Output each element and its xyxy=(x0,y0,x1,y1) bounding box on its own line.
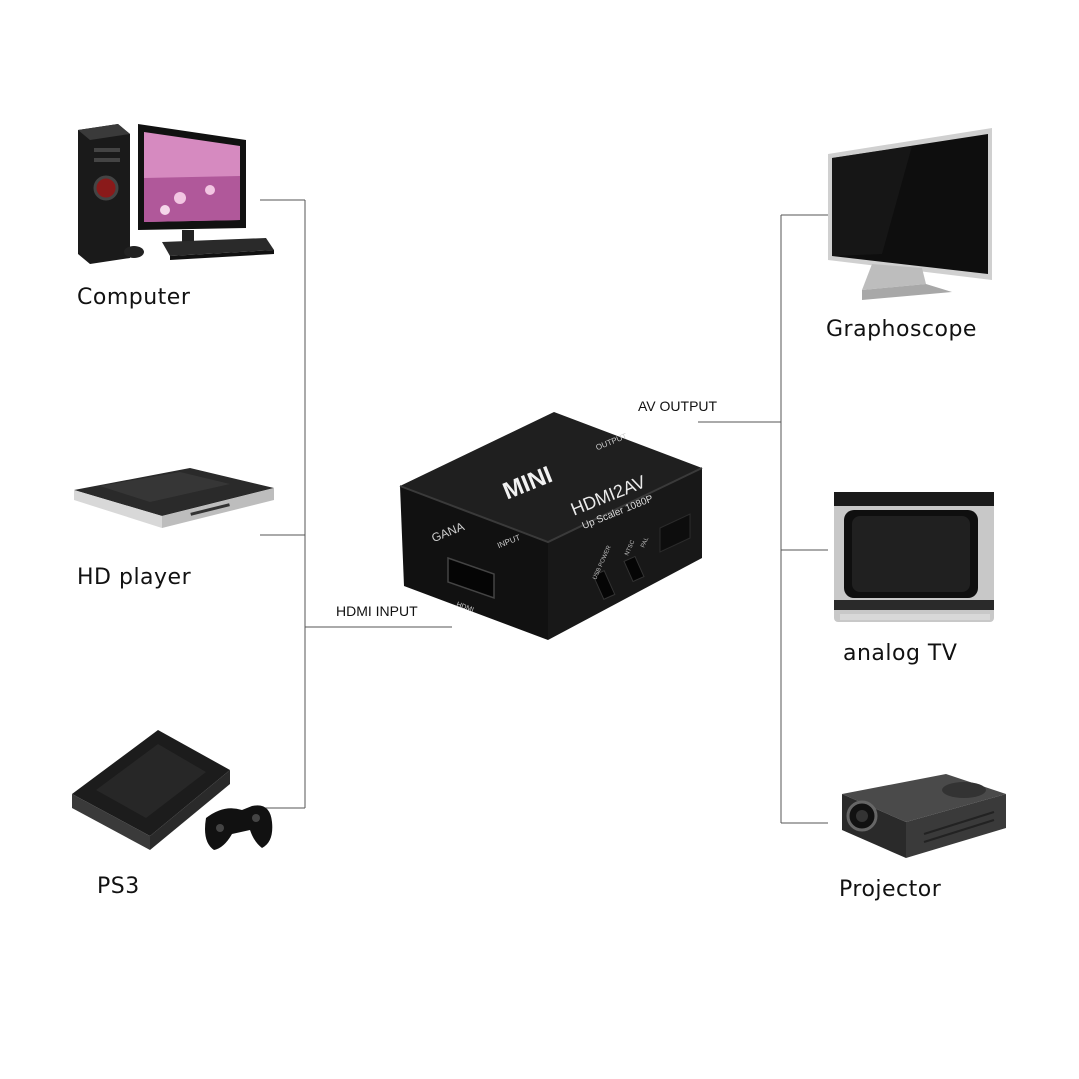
projector-icon xyxy=(842,774,1006,858)
ps3-icon xyxy=(72,730,273,850)
output-label-analog-tv: analog TV xyxy=(843,641,958,666)
computer-icon xyxy=(78,124,274,264)
graphoscope-icon xyxy=(828,128,992,300)
input-label-computer: Computer xyxy=(77,285,191,310)
analog-tv-icon xyxy=(834,492,994,622)
output-label-graphoscope: Graphoscope xyxy=(826,317,977,342)
input-label-ps3: PS3 xyxy=(97,874,140,899)
av-output-label: AV OUTPUT xyxy=(638,398,718,414)
converter-device: GANA MINI HDMI2AV Up Scaler 1080P INPUT … xyxy=(399,412,703,640)
output-label-projector: Projector xyxy=(839,877,942,902)
hdmi-input-label: HDMI INPUT xyxy=(336,603,418,619)
hd-player-icon xyxy=(74,468,274,528)
device-pal-label: PAL xyxy=(640,536,650,549)
input-label-hd-player: HD player xyxy=(77,565,192,590)
